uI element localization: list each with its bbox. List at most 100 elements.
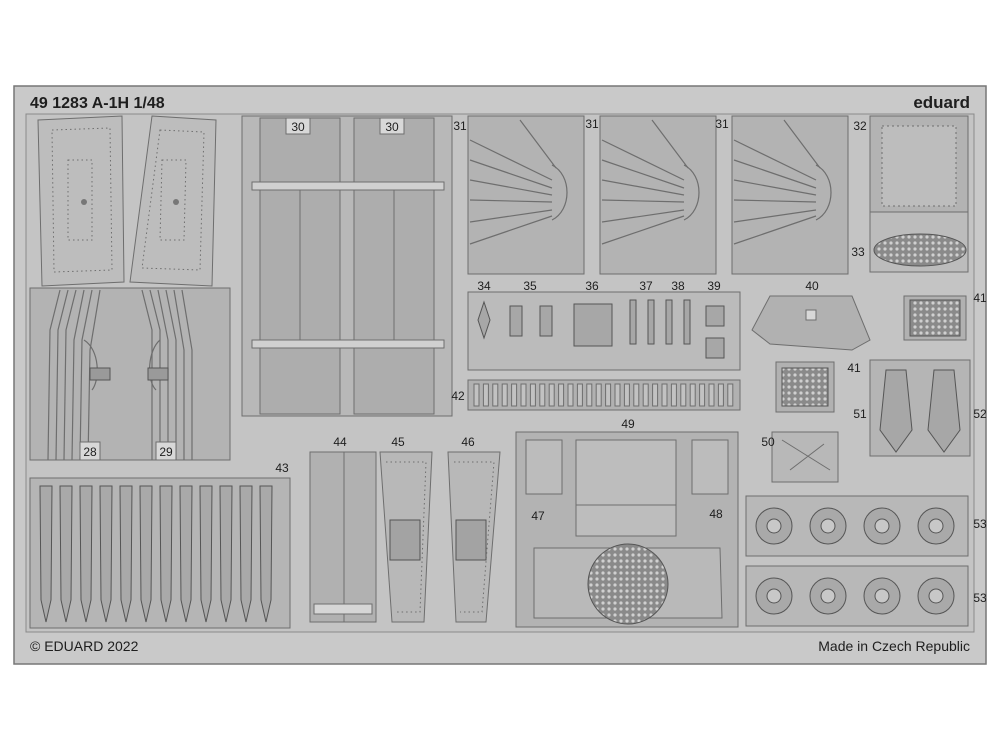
part-number-31b: 31 bbox=[585, 117, 599, 131]
parts-50-52: 50 51 52 bbox=[761, 359, 987, 483]
part-53-ring-hole bbox=[874, 518, 890, 534]
part-42-tooth bbox=[689, 383, 696, 407]
part-number-43: 43 bbox=[275, 461, 289, 475]
part-42-tooth bbox=[708, 383, 715, 407]
part-42-tooth bbox=[661, 383, 668, 407]
part-43-blade bbox=[59, 485, 73, 623]
part-42-tooth bbox=[623, 383, 630, 407]
part-43-blade bbox=[259, 485, 273, 623]
part-number-36: 36 bbox=[585, 279, 599, 293]
part-number-31a: 31 bbox=[453, 119, 467, 133]
part-number-34: 34 bbox=[477, 279, 491, 293]
part-42-tooth bbox=[501, 383, 508, 407]
part-49-mesh-disc bbox=[587, 543, 669, 625]
part-number-52: 52 bbox=[973, 407, 987, 421]
part-42-tooth bbox=[670, 383, 677, 407]
part-43-blade bbox=[79, 485, 93, 623]
part-42-tooth bbox=[492, 383, 499, 407]
part-43-blades: 43 bbox=[29, 461, 291, 629]
part-53-ring-hole bbox=[820, 588, 836, 604]
part-28-29-assembly: 28 29 bbox=[29, 115, 231, 461]
part-40: 40 bbox=[751, 279, 871, 351]
part-number-39: 39 bbox=[707, 279, 721, 293]
part-42-tooth bbox=[633, 383, 640, 407]
part-number-49: 49 bbox=[621, 417, 635, 431]
part-number-32: 32 bbox=[853, 119, 867, 133]
part-number-33: 33 bbox=[851, 245, 865, 259]
part-number-31c: 31 bbox=[715, 117, 729, 131]
part-number-30a: 30 bbox=[291, 120, 305, 134]
part-42-tooth bbox=[652, 383, 659, 407]
parts-53-rings: 53 53 bbox=[745, 495, 987, 627]
part-42-strip: 42 bbox=[451, 379, 741, 411]
part-number-41b: 41 bbox=[847, 361, 861, 375]
part-28-panel bbox=[37, 115, 125, 287]
part-43-blade bbox=[39, 485, 53, 623]
part-42-tooth bbox=[548, 383, 555, 407]
parts-47-49: 47 48 49 bbox=[515, 417, 739, 628]
part-number-47: 47 bbox=[531, 509, 545, 523]
part-number-40: 40 bbox=[805, 279, 819, 293]
brand-logo: eduard bbox=[913, 93, 970, 112]
part-number-42: 42 bbox=[451, 389, 465, 403]
part-number-30b: 30 bbox=[385, 120, 399, 134]
part-30-assembly: 30 30 31 bbox=[241, 115, 467, 417]
part-number-29: 29 bbox=[159, 445, 173, 459]
part-number-38: 38 bbox=[671, 279, 685, 293]
set-title: 49 1283 A-1H 1/48 bbox=[30, 95, 165, 112]
part-29-panel bbox=[129, 115, 217, 287]
part-33-mesh bbox=[873, 233, 967, 267]
part-42-tooth bbox=[511, 383, 518, 407]
parts-34-39: 34 35 36 37 38 39 bbox=[467, 279, 741, 371]
part-42-tooth bbox=[567, 383, 574, 407]
part-number-53b: 53 bbox=[973, 591, 987, 605]
part-42-tooth bbox=[614, 383, 621, 407]
part-42-tooth bbox=[539, 383, 546, 407]
part-42-tooth bbox=[558, 383, 565, 407]
part-number-48: 48 bbox=[709, 507, 723, 521]
part-42-tooth bbox=[727, 383, 734, 407]
part-51 bbox=[879, 369, 913, 453]
part-31-panels: 31 31 bbox=[467, 115, 849, 275]
part-number-35: 35 bbox=[523, 279, 537, 293]
part-52 bbox=[927, 369, 961, 453]
part-43-blade bbox=[139, 485, 153, 623]
part-53-ring-hole bbox=[928, 518, 944, 534]
part-42-tooth bbox=[595, 383, 602, 407]
part-43-blade bbox=[119, 485, 133, 623]
part-number-51: 51 bbox=[853, 407, 867, 421]
part-42-tooth bbox=[473, 383, 480, 407]
part-42-tooth bbox=[699, 383, 706, 407]
part-number-28: 28 bbox=[83, 445, 97, 459]
part-42-tooth bbox=[482, 383, 489, 407]
part-number-41a: 41 bbox=[973, 291, 987, 305]
part-53-ring-hole bbox=[820, 518, 836, 534]
origin-text: Made in Czech Republic bbox=[818, 638, 970, 654]
part-53-ring-hole bbox=[928, 588, 944, 604]
part-43-blade bbox=[219, 485, 233, 623]
copyright-text: © EDUARD 2022 bbox=[30, 638, 139, 654]
part-42-tooth bbox=[529, 383, 536, 407]
part-42-tooth bbox=[680, 383, 687, 407]
part-42-tooth bbox=[605, 383, 612, 407]
part-43-blade bbox=[239, 485, 253, 623]
part-43-blade bbox=[159, 485, 173, 623]
parts-44-46: 44 45 46 bbox=[309, 435, 501, 623]
part-43-blade bbox=[99, 485, 113, 623]
part-42-tooth bbox=[717, 383, 724, 407]
part-number-50: 50 bbox=[761, 435, 775, 449]
part-number-53a: 53 bbox=[973, 517, 987, 531]
part-53-ring-hole bbox=[766, 518, 782, 534]
part-number-45: 45 bbox=[391, 435, 405, 449]
part-42-tooth bbox=[520, 383, 527, 407]
part-number-46: 46 bbox=[461, 435, 475, 449]
part-42-tooth bbox=[576, 383, 583, 407]
part-43-blade bbox=[199, 485, 213, 623]
part-42-tooth bbox=[586, 383, 593, 407]
part-43-blade bbox=[179, 485, 193, 623]
parts-41: 41 41 bbox=[775, 291, 987, 413]
part-53-ring-hole bbox=[874, 588, 890, 604]
part-42-tooth bbox=[642, 383, 649, 407]
part-number-37: 37 bbox=[639, 279, 653, 293]
